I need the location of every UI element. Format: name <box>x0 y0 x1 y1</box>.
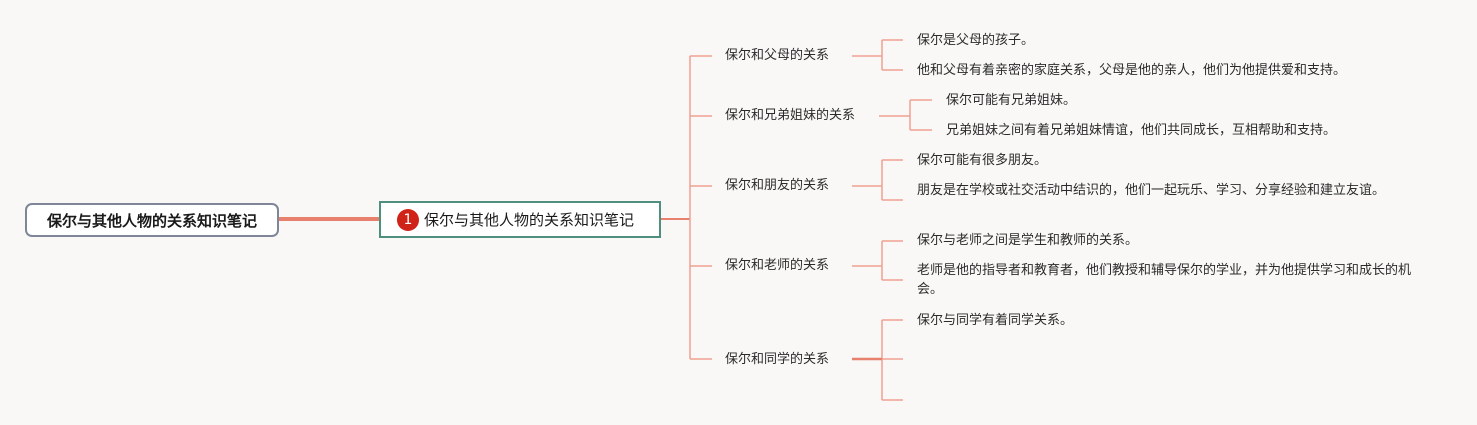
branch-label: 保尔和父母的关系 <box>725 48 830 63</box>
leaf-text: 保尔是父母的孩子。 <box>917 33 1035 48</box>
leaf-topic[interactable]: 兄弟姐妹之间有着兄弟姐妹情谊，他们共同成长，互相帮助和支持。 <box>946 121 1336 140</box>
leaf-connector-1 <box>852 39 903 71</box>
root-node[interactable]: 保尔与其他人物的关系知识笔记 <box>25 203 279 237</box>
branch-friends[interactable]: 保尔和朋友的关系 <box>725 177 829 195</box>
leaf-connector-3 <box>852 159 903 201</box>
leaf-connector-2 <box>879 99 932 131</box>
leaf-text: 老师是他的指导者和教育者，他们教授和辅导保尔的学业，并为他提供学习和成长的机会。 <box>917 263 1412 297</box>
central-topic-node[interactable]: 1 保尔与其他人物的关系知识笔记 <box>379 201 661 238</box>
leaf-text: 保尔与老师之间是学生和教师的关系。 <box>917 233 1139 248</box>
branch-parents[interactable]: 保尔和父母的关系 <box>725 47 829 65</box>
leaf-topic[interactable]: 保尔可能有很多朋友。 <box>917 151 1047 170</box>
leaf-text: 他和父母有着亲密的家庭关系，父母是他的亲人，他们为他提供爱和支持。 <box>917 63 1347 78</box>
branch-classmates[interactable]: 保尔和同学的关系 <box>725 351 829 369</box>
leaf-text: 保尔可能有兄弟姐妹。 <box>946 93 1077 108</box>
root-label: 保尔与其他人物的关系知识笔记 <box>46 211 257 230</box>
central-topic-label: 保尔与其他人物的关系知识笔记 <box>424 211 635 229</box>
leaf-topic[interactable]: 保尔可能有兄弟姐妹。 <box>946 91 1076 110</box>
branch-label: 保尔和老师的关系 <box>725 258 830 273</box>
leaf-topic[interactable]: 他和父母有着亲密的家庭关系，父母是他的亲人，他们为他提供爱和支持。 <box>917 61 1346 80</box>
branch-label: 保尔和兄弟姐妹的关系 <box>725 108 856 123</box>
leaf-topic[interactable]: 朋友是在学校或社交活动中结识的，他们一起玩乐、学习、分享经验和建立友谊。 <box>917 181 1412 200</box>
leaf-topic[interactable]: 保尔是父母的孩子。 <box>917 31 1034 50</box>
branch-label: 保尔和朋友的关系 <box>725 178 830 193</box>
branch-teachers[interactable]: 保尔和老师的关系 <box>725 257 829 275</box>
leaf-text: 兄弟姐妹之间有着兄弟姐妹情谊，他们共同成长，互相帮助和支持。 <box>946 123 1337 138</box>
leaf-connector-4 <box>852 240 903 281</box>
branch-label: 保尔和同学的关系 <box>725 352 830 367</box>
leaf-text: 保尔与同学有着同学关系。 <box>917 313 1074 328</box>
leaf-text: 保尔可能有很多朋友。 <box>917 153 1048 168</box>
leaf-topic[interactable]: 保尔与老师之间是学生和教师的关系。 <box>917 231 1138 250</box>
branch-siblings[interactable]: 保尔和兄弟姐妹的关系 <box>725 107 855 125</box>
leaf-topic[interactable]: 保尔与同学有着同学关系。 <box>917 311 1073 330</box>
number-badge-icon: 1 <box>397 208 419 231</box>
leaf-topic[interactable]: 老师是他的指导者和教育者，他们教授和辅导保尔的学业，并为他提供学习和成长的机会。 <box>917 261 1412 299</box>
leaf-text: 朋友是在学校或社交活动中结识的，他们一起玩乐、学习、分享经验和建立友谊。 <box>917 183 1386 198</box>
